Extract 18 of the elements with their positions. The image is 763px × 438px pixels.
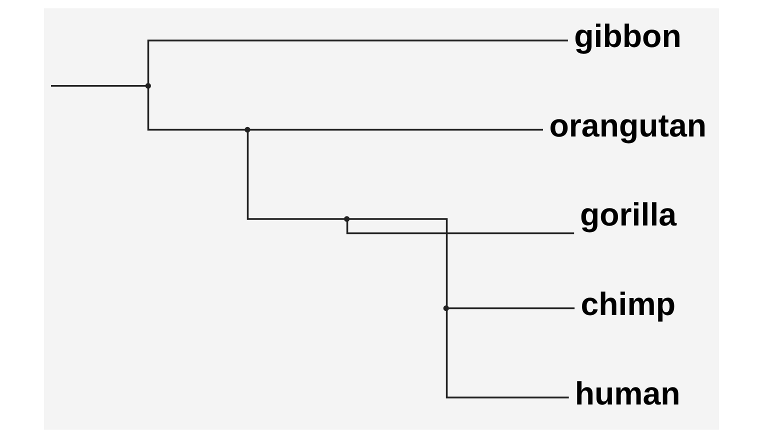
node-text: gorilla [580,196,677,233]
connector [446,310,569,398]
node-text: gibbon [574,18,682,54]
connector [147,40,568,84]
connector [448,307,575,310]
connector [349,218,448,306]
connector [346,221,574,234]
node-point [244,126,250,133]
connector [147,88,246,131]
node-point [443,305,449,312]
connector [246,132,344,220]
connector [250,128,543,131]
node-point [344,216,350,222]
connector [51,84,146,87]
node-text: human [574,375,680,412]
node-point [145,82,151,89]
node-text: orangutan [549,107,707,144]
node-text: chimp [580,286,676,322]
